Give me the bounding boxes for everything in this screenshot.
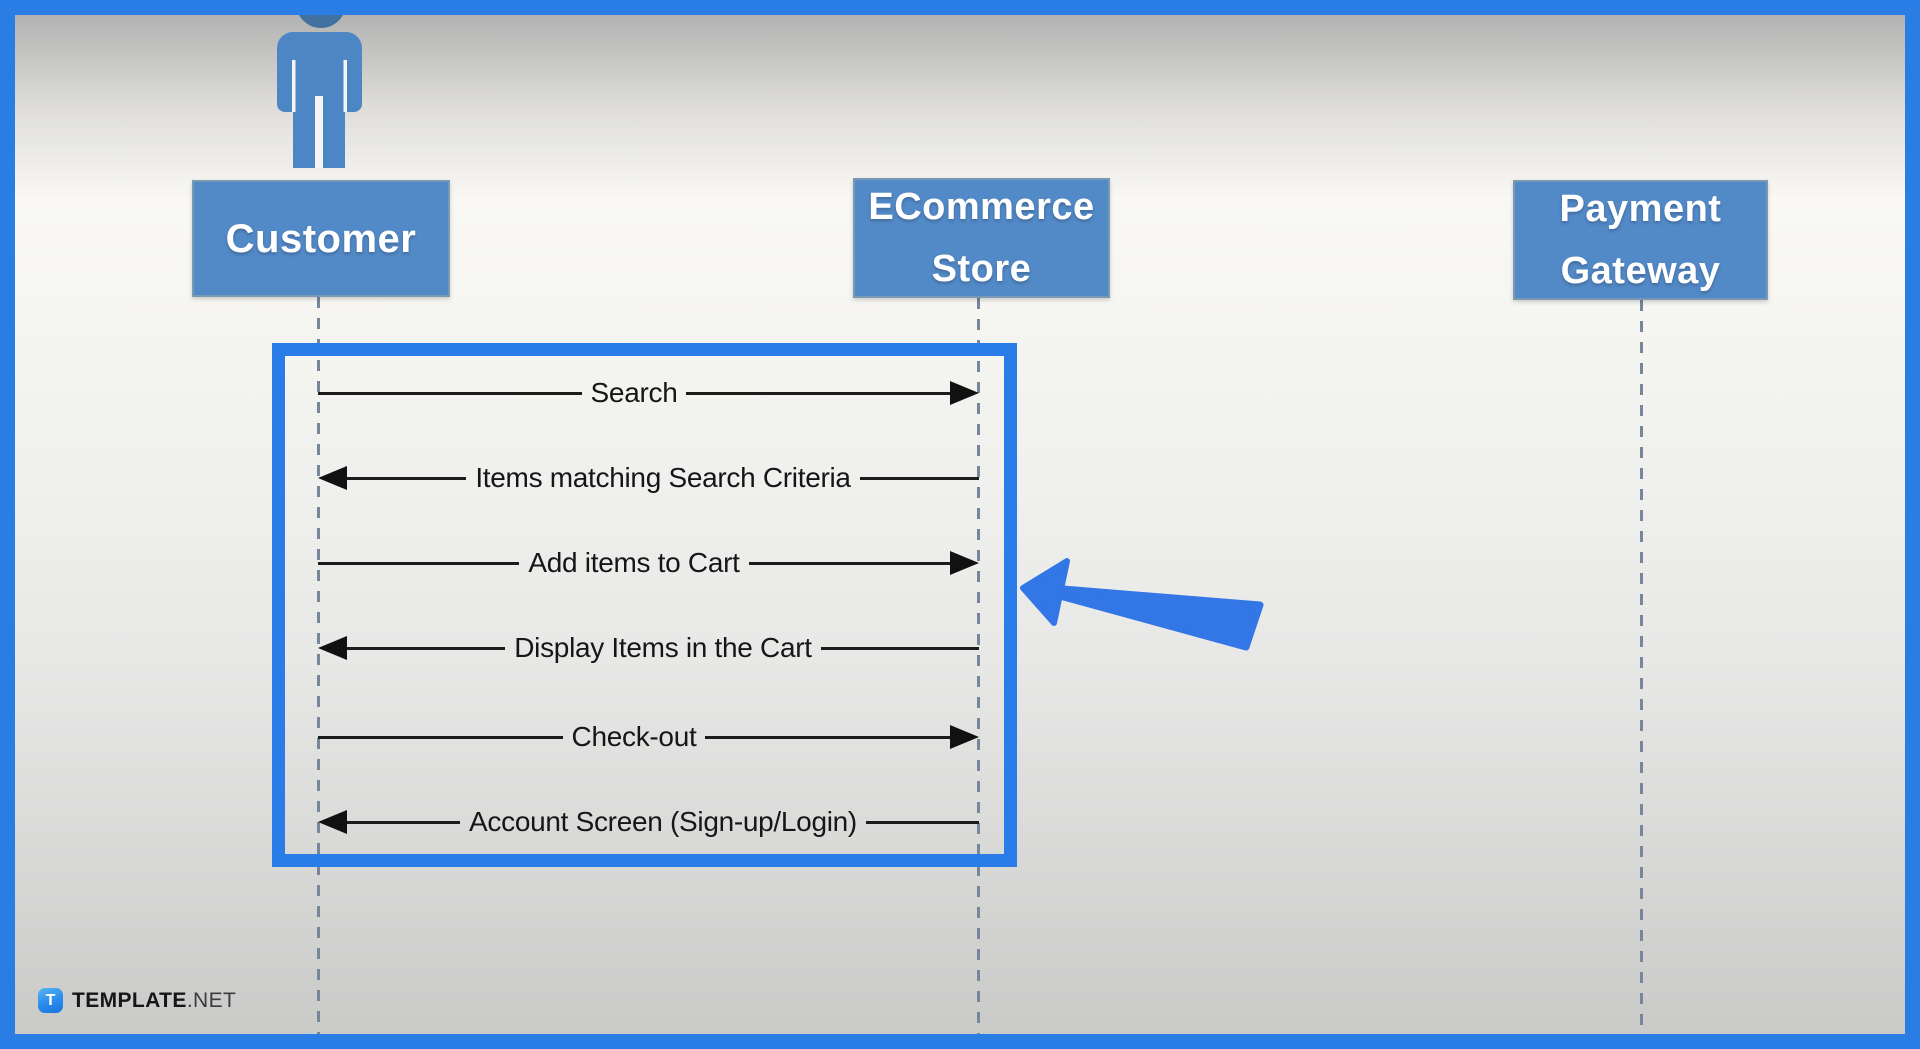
message-label: Check-out [571, 721, 697, 752]
actor-box-ecommerce: ECommerce Store [853, 178, 1110, 298]
message-display-items: Display Items in the Cart [318, 626, 979, 670]
message-label: Items matching Search Criteria [475, 462, 851, 493]
actor-label-line1: Payment [1559, 188, 1722, 230]
message-label: Display Items in the Cart [514, 632, 812, 663]
actor-label-line2: Store [931, 248, 1032, 290]
brand-rest: .NET [186, 988, 237, 1012]
actor-box-customer: Customer [192, 180, 450, 297]
message-items-matching: Items matching Search Criteria [318, 456, 980, 500]
arrowhead-left-icon [318, 636, 347, 660]
message-label: Add items to Cart [528, 547, 740, 578]
actor-label-line2: Gateway [1560, 250, 1721, 292]
message-line [318, 735, 563, 739]
message-line [859, 476, 980, 480]
customer-person-icon [277, 0, 362, 168]
lifeline-customer [317, 297, 320, 1034]
arrowhead-right-icon [950, 725, 980, 749]
highlight-rectangle [272, 343, 1017, 867]
message-label: Account Screen (Sign-up/Login) [469, 806, 857, 837]
message-checkout: Check-out [318, 715, 980, 759]
message-line [347, 476, 467, 480]
message-account-screen: Account Screen (Sign-up/Login) [318, 800, 979, 844]
message-line [347, 646, 506, 650]
message-line [865, 820, 979, 824]
pointer-arrow-icon [1020, 558, 1264, 651]
template-net-logo-text: TEMPLATE.NET [72, 989, 236, 1013]
message-line [748, 561, 951, 565]
arrowhead-right-icon [950, 381, 980, 405]
lifeline-payment [1640, 300, 1643, 1034]
brand-bold: TEMPLATE [72, 988, 187, 1012]
template-net-watermark: T TEMPLATE.NET [38, 988, 236, 1013]
message-line [820, 646, 979, 650]
actor-label: Customer [225, 216, 417, 261]
lifeline-ecommerce [977, 298, 980, 1034]
message-line [686, 391, 951, 395]
actor-box-payment: Payment Gateway [1513, 180, 1768, 300]
message-line [347, 820, 461, 824]
message-label: Search [590, 377, 678, 408]
message-search: Search [318, 371, 980, 415]
arrowhead-left-icon [318, 466, 347, 490]
message-add-items: Add items to Cart [318, 541, 980, 585]
message-line [705, 735, 951, 739]
template-net-logo-icon: T [38, 988, 63, 1013]
actor-label-line1: ECommerce [868, 186, 1095, 228]
message-line [318, 561, 520, 565]
message-line [318, 391, 582, 395]
arrowhead-right-icon [950, 551, 980, 575]
arrowhead-left-icon [318, 810, 347, 834]
